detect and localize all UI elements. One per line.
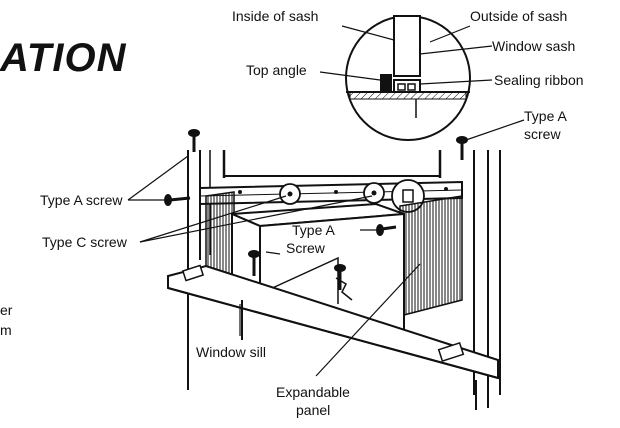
side-text-fragment-2: m xyxy=(0,322,12,338)
label-type-c-screw: Type C screw xyxy=(42,234,127,250)
window-sill xyxy=(167,264,499,410)
label-window-sash: Window sash xyxy=(492,38,576,54)
label-inside-of-sash: Inside of sash xyxy=(232,8,319,24)
label-type-a-screw-right-2: screw xyxy=(524,126,561,142)
window-sash-part xyxy=(393,15,421,77)
label-type-a-screw-center-1: Type A xyxy=(292,222,335,238)
screw-sill-left xyxy=(248,250,260,276)
label-type-a-screw-right-1: Type A xyxy=(524,108,567,124)
side-text-fragment-1: er xyxy=(0,302,13,318)
top-angle-part xyxy=(380,74,392,92)
screw-left-top xyxy=(188,129,200,152)
right-expandable-panel xyxy=(399,195,463,317)
label-type-a-screw-center-2: Screw xyxy=(286,240,325,256)
label-outside-of-sash: Outside of sash xyxy=(470,8,568,24)
label-top-angle: Top angle xyxy=(246,62,307,78)
screw-sill-center xyxy=(334,264,346,290)
window-sash xyxy=(222,150,442,178)
label-expandable-panel-2: panel xyxy=(296,402,331,418)
label-sealing-ribbon: Sealing ribbon xyxy=(494,72,584,88)
screw-left-side xyxy=(164,194,191,206)
label-window-sill: Window sill xyxy=(196,344,267,360)
leader-lines xyxy=(127,25,525,377)
section-title-fragment: ATION xyxy=(0,36,127,80)
screw-center-type-a xyxy=(376,224,397,236)
sill-section xyxy=(349,91,467,100)
screw-right-top xyxy=(456,136,468,160)
label-type-a-screw-left: Type A screw xyxy=(40,192,123,208)
sash-detail-circle xyxy=(345,15,471,141)
label-expandable-panel-1: Expandable xyxy=(276,384,350,400)
